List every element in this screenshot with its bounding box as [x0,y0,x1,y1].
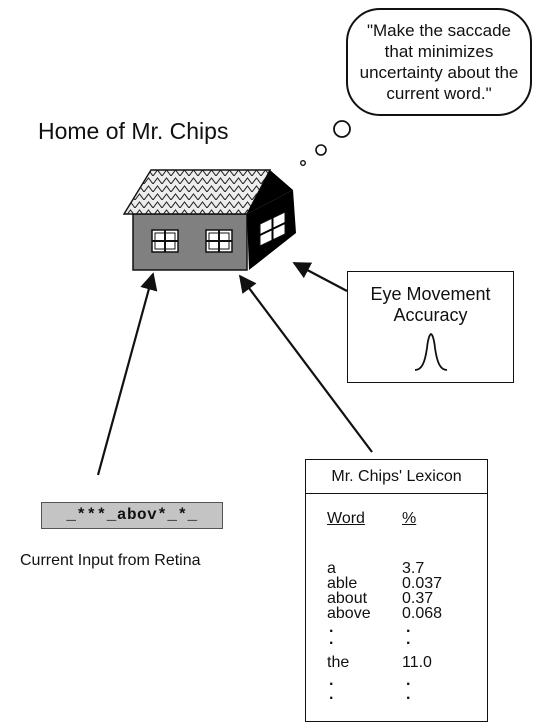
house-icon [122,169,296,271]
thought-dots [300,120,351,166]
lexicon-header-word: Word [327,510,365,527]
lexicon-ellipsis: . [406,631,411,648]
lexicon-word: above [327,605,371,622]
lexicon-ellipsis: . [406,686,411,703]
lexicon-pct: 0.068 [402,605,443,622]
lexicon-word: a [327,560,336,577]
lexicon-box: Mr. Chips' Lexicon Word % a 3.7 able 0.0… [305,459,488,722]
lexicon-ellipsis: . [329,619,334,636]
gaussian-curve-icon [414,333,448,371]
arrow-lexicon-to-house [238,274,373,453]
eye-movement-accuracy-label: Eye Movement Accuracy [370,284,491,325]
window-icon [205,229,233,253]
side-window-icon [259,211,286,247]
retina-caption: Current Input from Retina [20,552,201,569]
lexicon-pct: 3.7 [402,560,425,577]
lexicon-word: the [327,654,350,671]
lexicon-word: about [327,590,368,607]
thought-bubble: "Make the saccade that minimizes uncerta… [346,8,532,116]
lexicon-ellipsis: . [406,672,411,689]
house-title: Home of Mr. Chips [38,118,229,144]
window-icon [151,229,179,253]
lexicon-header-pct: % [402,510,417,527]
lexicon-ellipsis: . [329,672,334,689]
lexicon-ellipsis: . [329,631,334,648]
lexicon-title: Mr. Chips' Lexicon [306,460,487,494]
lexicon-pct: 11.0 [402,654,432,671]
lexicon-word: able [327,575,358,592]
thought-text: "Make the saccade that minimizes uncerta… [359,21,519,103]
eye-movement-accuracy-box: Eye Movement Accuracy [347,271,514,383]
lexicon-pct: 0.37 [402,590,434,607]
lexicon-ellipsis: . [329,686,334,703]
lexicon-pct: 0.037 [402,575,443,592]
arrow-accuracy-to-house [292,262,348,292]
retina-input-strip: _***_abov*_*_ [41,502,223,529]
arrow-retina-to-house [96,272,158,476]
lexicon-ellipsis: . [406,619,411,636]
